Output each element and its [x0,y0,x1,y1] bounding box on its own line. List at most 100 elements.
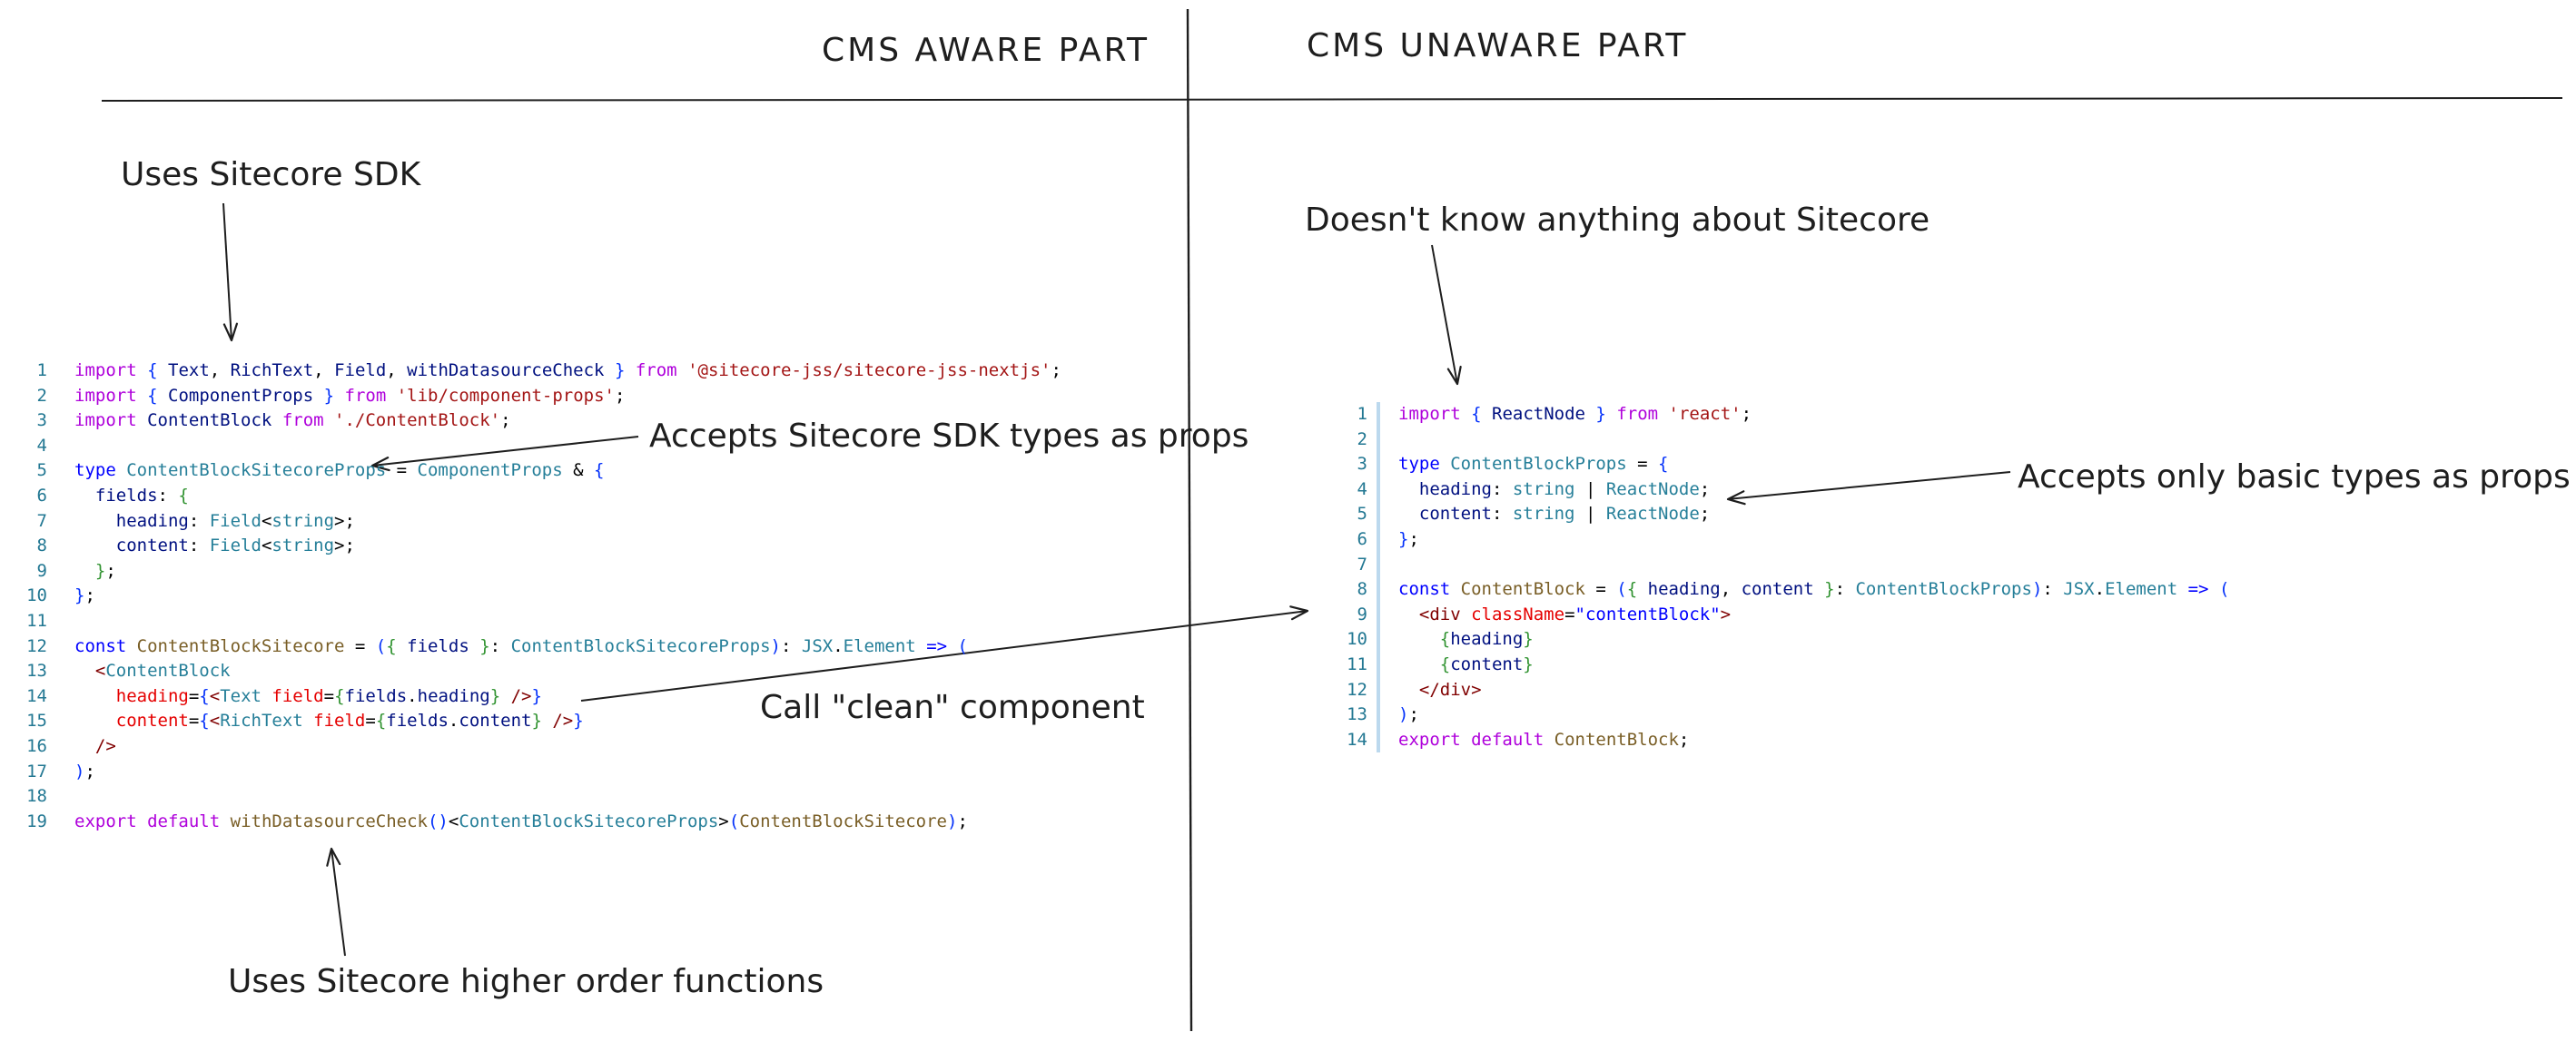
code-token [1482,404,1492,424]
code-token: { [1439,654,1451,674]
code-token: ) [74,761,85,782]
line-number: 13 [26,661,47,682]
code-token: { [386,635,397,656]
code-line: 7 [1320,552,2229,578]
code-token: } [323,385,335,406]
annotation-accepts-sdk-types: Accepts Sitecore SDK types as props [649,418,1249,455]
code-token: : [2042,579,2064,600]
code-token: ContentBlockProps [1450,454,1627,475]
code-token [74,536,116,555]
code-token [1606,404,1616,424]
code-token [74,486,95,506]
code-token [1398,654,1440,674]
code-token: type [74,460,116,481]
code-token [137,811,147,831]
code-token: { [199,685,210,706]
code-token: ( [1616,579,1627,600]
code-text: import { ComponentProps } from 'lib/comp… [47,384,625,409]
code-token: '@sitecore-jss/sitecore-jss-nextjs' [687,360,1051,380]
code-token: ContentBlockSitecoreProps [510,635,771,656]
code-token: content [459,711,532,732]
line-number: 8 [1357,579,1367,600]
code-token: content [1418,504,1492,525]
code-token: . [448,711,459,732]
code-token: export [74,811,137,831]
code-token [334,386,344,406]
code-token: 'lib/component-props' [396,385,615,406]
code-token [1440,454,1450,474]
code-token [916,636,926,656]
code-token: < [209,685,221,706]
code-text: }; [47,559,116,585]
code-line: 16 /> [0,734,1061,760]
code-text: import { Text, RichText, Field, withData… [47,359,1061,384]
code-token [74,686,116,706]
code-token: | [1574,504,1606,525]
code-token: { [199,711,210,732]
line-number: 17 [26,761,47,782]
code-line: 17); [0,760,1061,785]
code-token: >; [334,510,355,531]
line-number: 6 [1357,528,1367,549]
code-token: ) [770,635,781,656]
code-text: export default ContentBlock; [1380,728,1689,753]
line-number: 7 [36,510,47,531]
code-token: string [271,536,335,556]
code-token: { [334,685,345,706]
gutter-marker [1377,502,1380,527]
code-token: ComponentProps [417,460,563,481]
code-token: } [1398,528,1409,549]
line-number: 3 [36,410,47,431]
code-token: { [1439,629,1451,650]
line-number: 19 [26,811,47,831]
code-token: . [2094,579,2106,600]
code-token: content [115,536,189,556]
code-token: { [178,485,189,506]
code-token: type [1398,454,1440,475]
gutter-marker [1377,577,1380,603]
code-token [1398,605,1419,624]
code-text: heading={<Text field={fields.heading} />… [47,684,542,710]
code-token: : [157,485,179,506]
code-text: }; [47,584,95,609]
code-line: 2 [1320,427,2229,453]
code-token [1398,680,1419,700]
code-token: RichText [230,360,314,380]
code-token: ( [957,635,968,656]
code-token: >; [334,536,355,556]
line-number: 9 [36,560,47,581]
code-token [386,386,396,406]
arrow-uses-sdk [222,202,239,342]
code-token: fields [386,711,449,732]
code-token [74,561,95,581]
annotation-uses-hof: Uses Sitecore higher order functions [228,963,824,1000]
code-token [1461,605,1471,624]
code-token: ; [84,585,95,606]
arrow-uses-hof [326,847,346,957]
code-token: content [115,711,189,732]
line-number: 5 [36,460,47,481]
code-token: } [614,360,626,380]
code-token: string [1512,478,1575,499]
line-number: 10 [26,585,47,606]
gutter-marker [1377,727,1380,753]
code-token: ) [946,811,958,831]
code-token: = [188,685,200,706]
code-token: : [489,635,511,656]
gutter-marker [1377,677,1380,703]
code-text [47,609,74,634]
code-token: = [365,711,376,732]
code-token [625,360,635,380]
line-number: 2 [1357,428,1367,449]
code-text: <ContentBlock [47,659,231,684]
code-token [137,410,147,430]
code-token: Element [2105,579,2178,600]
code-token: ( [728,811,740,831]
code-line: 13 <ContentBlock [0,659,1061,684]
code-token: heading [417,685,490,706]
code-token: fields [94,485,158,506]
code-text: fields: { [47,484,189,509]
